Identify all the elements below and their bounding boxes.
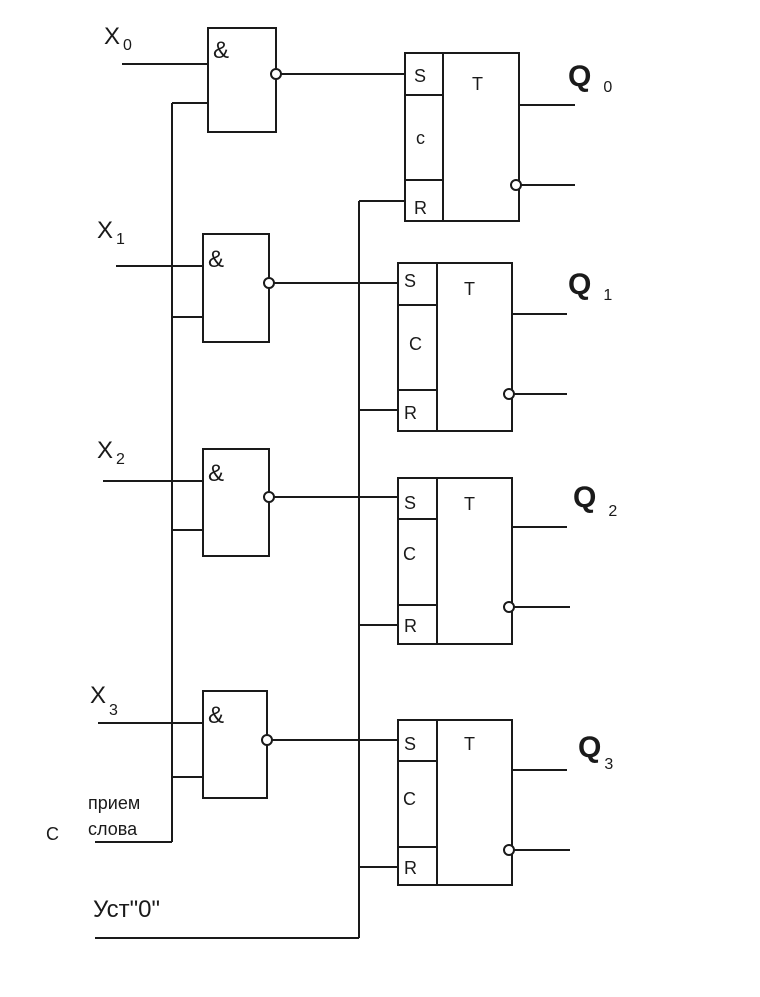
trigger-3 (397, 719, 513, 886)
trigger-3-r-label: R (404, 858, 417, 878)
trigger-2-inverse-bubble (503, 601, 515, 613)
reset-zero-label: Уст"0" (93, 896, 160, 923)
trigger-3-inverse-bubble (503, 844, 515, 856)
trigger-0-type-label: T (472, 74, 483, 94)
receive-word-label-line2: слова (88, 819, 138, 839)
trigger-3-s-label: S (404, 734, 416, 754)
trigger-0-c-label: c (416, 128, 425, 148)
trigger-0-inverse-bubble (510, 179, 522, 191)
trigger-1 (397, 262, 513, 432)
gate-3-symbol: & (208, 702, 224, 729)
receive-word-label-line1: прием (88, 793, 140, 813)
gate-1-inverter-bubble (263, 277, 275, 289)
trigger-0 (404, 52, 520, 222)
trigger-3-c-label: C (403, 789, 416, 809)
gate-2-inverter-bubble (263, 491, 275, 503)
x3-label: X3 (90, 682, 118, 719)
row-3: & S C R T X3 Q3 (90, 682, 613, 886)
trigger-1-s-label: S (404, 271, 416, 291)
gate-3-inverter-bubble (261, 734, 273, 746)
trigger-1-type-label: T (464, 279, 475, 299)
gate-0-symbol: & (213, 37, 229, 64)
and-gate-1 (202, 233, 270, 343)
gate-2-symbol: & (208, 460, 224, 487)
q3-label: Q3 (578, 731, 613, 773)
trigger-0-r-label: R (414, 198, 427, 218)
and-gate-3 (202, 690, 268, 799)
trigger-0-s-label: S (414, 66, 426, 86)
clock-c-label: C (46, 824, 59, 844)
trigger-2-c-label: C (403, 544, 416, 564)
trigger-2-r-label: R (404, 616, 417, 636)
trigger-2-type-label: T (464, 494, 475, 514)
trigger-1-c-label: C (409, 334, 422, 354)
gate-0-inverter-bubble (270, 68, 282, 80)
trigger-2-s-label: S (404, 493, 416, 513)
trigger-2 (397, 477, 513, 645)
gate-1-symbol: & (208, 246, 224, 273)
and-gate-0 (207, 27, 277, 133)
trigger-1-inverse-bubble (503, 388, 515, 400)
trigger-3-type-label: T (464, 734, 475, 754)
trigger-1-r-label: R (404, 403, 417, 423)
